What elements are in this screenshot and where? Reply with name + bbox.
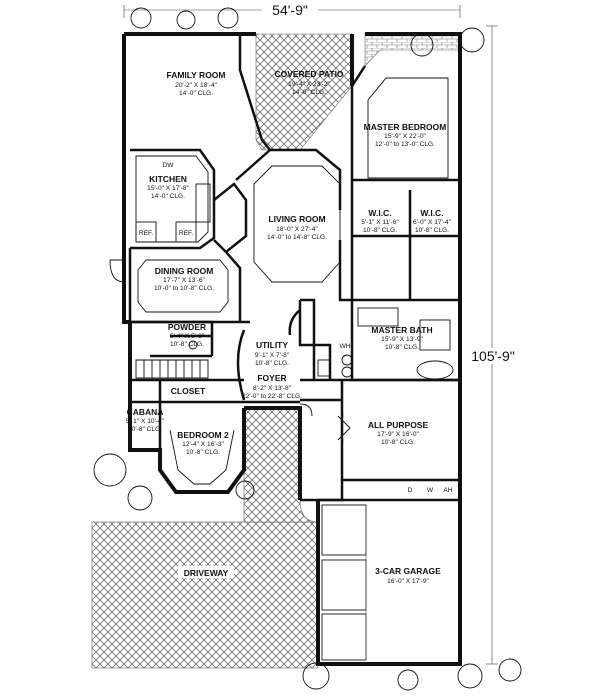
svg-text:KITCHEN: KITCHEN bbox=[149, 174, 187, 184]
stairs bbox=[135, 359, 209, 379]
svg-text:CABANA: CABANA bbox=[127, 407, 164, 417]
svg-text:14'-0" CLG.: 14'-0" CLG. bbox=[179, 90, 213, 97]
room-wic-2: W.I.C. 6'-0" X 17'-4" 10'-8" CLG. bbox=[413, 208, 452, 234]
exterior-wall bbox=[122, 32, 462, 666]
svg-text:9'-1" X 7'-8": 9'-1" X 7'-8" bbox=[255, 352, 290, 359]
svg-text:6'-0" X 17'-4": 6'-0" X 17'-4" bbox=[413, 219, 452, 226]
svg-text:15'-9" X 22'-0": 15'-9" X 22'-0" bbox=[384, 133, 426, 140]
svg-text:CLOSET: CLOSET bbox=[171, 386, 206, 396]
svg-text:W.I.C.: W.I.C. bbox=[368, 208, 391, 218]
svg-text:DRIVEWAY: DRIVEWAY bbox=[184, 568, 229, 578]
svg-text:19'-4" X 23'-2": 19'-4" X 23'-2" bbox=[288, 81, 330, 88]
svg-text:14'-0" CLG.: 14'-0" CLG. bbox=[151, 193, 185, 200]
svg-text:10'-8" CLG.: 10'-8" CLG. bbox=[415, 227, 449, 234]
room-garage: 3-CAR GARAGE 16'-0" X 17'-9" bbox=[375, 566, 441, 585]
svg-text:10'-8" CLG.: 10'-8" CLG. bbox=[363, 227, 397, 234]
front-walk bbox=[243, 407, 319, 523]
svg-text:ALL PURPOSE: ALL PURPOSE bbox=[368, 420, 429, 430]
dw-label: DW bbox=[163, 162, 175, 169]
svg-text:10'-8" CLG.: 10'-8" CLG. bbox=[255, 360, 289, 367]
washer-label: W bbox=[427, 487, 434, 494]
svg-text:15'-9" X 13'-9": 15'-9" X 13'-9" bbox=[381, 336, 423, 343]
svg-text:10'-8" CLG.: 10'-8" CLG. bbox=[170, 341, 204, 348]
driveway-area bbox=[91, 521, 319, 669]
svg-text:10'-0" to 10'-8" CLG.: 10'-0" to 10'-8" CLG. bbox=[154, 285, 214, 292]
svg-text:5'-4" X 5'-8": 5'-4" X 5'-8" bbox=[170, 333, 205, 340]
interior-walls bbox=[128, 65, 460, 664]
svg-text:COVERED PATIO: COVERED PATIO bbox=[274, 69, 343, 79]
svg-text:10'-8" CLG.: 10'-8" CLG. bbox=[128, 426, 162, 433]
room-foyer: FOYER 8'-2" X 13'-8" 22'-0" to 22'-8" CL… bbox=[242, 373, 302, 400]
svg-text:17'-9" X 16'-0": 17'-9" X 16'-0" bbox=[377, 431, 419, 438]
svg-text:10'-8" CLG.: 10'-8" CLG. bbox=[381, 439, 415, 446]
room-powder: POWDER 5'-4" X 5'-8" 10'-8" CLG. bbox=[168, 322, 206, 348]
garage-bays bbox=[321, 504, 367, 661]
svg-text:17'-7" X 13'-6": 17'-7" X 13'-6" bbox=[163, 277, 205, 284]
svg-text:W.I.C.: W.I.C. bbox=[420, 208, 443, 218]
bedroom2-bay bbox=[169, 429, 235, 485]
svg-text:5'-1" X 11'-6": 5'-1" X 11'-6" bbox=[361, 219, 399, 226]
room-all-purpose: ALL PURPOSE 17'-9" X 16'-0" 10'-8" CLG. bbox=[368, 420, 429, 446]
room-master-bath: MASTER BATH 15'-9" X 13'-9" 10'-8" CLG. bbox=[371, 325, 432, 351]
bath-fixtures bbox=[188, 307, 454, 380]
landscaping bbox=[93, 7, 522, 691]
svg-text:DINING ROOM: DINING ROOM bbox=[155, 266, 214, 276]
ref-label-2: REF. bbox=[179, 230, 193, 237]
svg-text:16'-0" X 17'-9": 16'-0" X 17'-9" bbox=[387, 578, 429, 585]
room-wic-1: W.I.C. 5'-1" X 11'-6" 10'-8" CLG. bbox=[361, 208, 399, 234]
room-family-room: FAMILY ROOM 20'-2" X 18'-4" 14'-0" CLG. bbox=[166, 70, 225, 97]
room-living-room: LIVING ROOM 18'-0" X 27'-4" 14'-0" to 14… bbox=[267, 214, 327, 241]
room-dining-room: DINING ROOM 17'-7" X 13'-6" 10'-0" to 10… bbox=[154, 266, 214, 292]
room-master-bedroom: MASTER BEDROOM 15'-9" X 22'-0" 12'-0" to… bbox=[364, 122, 447, 148]
room-closet: CLOSET bbox=[171, 386, 206, 396]
svg-text:14'-0" CLG.: 14'-0" CLG. bbox=[292, 89, 326, 96]
svg-text:12'-0" to 13'-0" CLG.: 12'-0" to 13'-0" CLG. bbox=[375, 141, 435, 148]
room-covered-patio: COVERED PATIO 19'-4" X 23'-2" 14'-0" CLG… bbox=[274, 69, 343, 96]
dimension-depth: 105'-9" bbox=[462, 25, 524, 665]
utility-fixtures: WH D W AH bbox=[340, 343, 453, 494]
wh-label: WH bbox=[340, 343, 351, 350]
svg-text:MASTER BATH: MASTER BATH bbox=[371, 325, 432, 335]
room-kitchen: KITCHEN 15'-0" X 17'-8" 14'-0" CLG. bbox=[147, 174, 189, 200]
room-bedroom-2: BEDROOM 2 12'-4" X 16'-3" 10'-8" CLG. bbox=[177, 430, 229, 456]
foyer-curve bbox=[236, 309, 301, 401]
depth-label: 105'-9" bbox=[471, 348, 514, 364]
svg-text:18'-0" X 27'-4": 18'-0" X 27'-4" bbox=[276, 226, 318, 233]
svg-text:15'-0" X 17'-8": 15'-0" X 17'-8" bbox=[147, 185, 189, 192]
svg-text:20'-2" X 18'-4": 20'-2" X 18'-4" bbox=[175, 82, 217, 89]
svg-text:LIVING ROOM: LIVING ROOM bbox=[268, 214, 325, 224]
svg-text:10'-8" CLG.: 10'-8" CLG. bbox=[385, 344, 419, 351]
room-driveway: DRIVEWAY bbox=[178, 566, 234, 578]
family-room-bay bbox=[238, 34, 271, 151]
svg-text:5'-1" X 10'-4": 5'-1" X 10'-4" bbox=[126, 418, 165, 425]
room-utility: UTILITY 9'-1" X 7'-8" 10'-8" CLG. bbox=[255, 340, 290, 367]
kitchen-fixtures: REF. REF. DW bbox=[135, 162, 211, 243]
room-cabana: CABANA 5'-1" X 10'-4" 10'-8" CLG. bbox=[126, 407, 165, 433]
exterior-wall-west bbox=[122, 34, 130, 324]
width-label: 54'-9" bbox=[272, 2, 308, 18]
svg-text:POWDER: POWDER bbox=[168, 322, 206, 332]
svg-text:12'-4" X 16'-3": 12'-4" X 16'-3" bbox=[182, 441, 224, 448]
svg-text:MASTER BEDROOM: MASTER BEDROOM bbox=[364, 122, 447, 132]
ref-label: REF. bbox=[139, 230, 153, 237]
svg-text:FOYER: FOYER bbox=[257, 373, 286, 383]
dimension-width: 54'-9" bbox=[123, 2, 461, 18]
ah-label: AH bbox=[443, 487, 452, 494]
svg-text:10'-8" CLG.: 10'-8" CLG. bbox=[186, 449, 220, 456]
svg-text:FAMILY ROOM: FAMILY ROOM bbox=[166, 70, 225, 80]
svg-text:UTILITY: UTILITY bbox=[256, 340, 288, 350]
svg-text:14'-0" to 14'-8" CLG.: 14'-0" to 14'-8" CLG. bbox=[267, 234, 327, 241]
svg-text:22'-0" to 22'-8" CLG.: 22'-0" to 22'-8" CLG. bbox=[242, 393, 302, 400]
dryer-label: D bbox=[408, 487, 413, 494]
svg-text:3-CAR GARAGE: 3-CAR GARAGE bbox=[375, 566, 441, 576]
svg-text:BEDROOM 2: BEDROOM 2 bbox=[177, 430, 229, 440]
doors bbox=[109, 259, 351, 441]
svg-text:8'-2" X 13'-8": 8'-2" X 13'-8" bbox=[253, 385, 292, 392]
